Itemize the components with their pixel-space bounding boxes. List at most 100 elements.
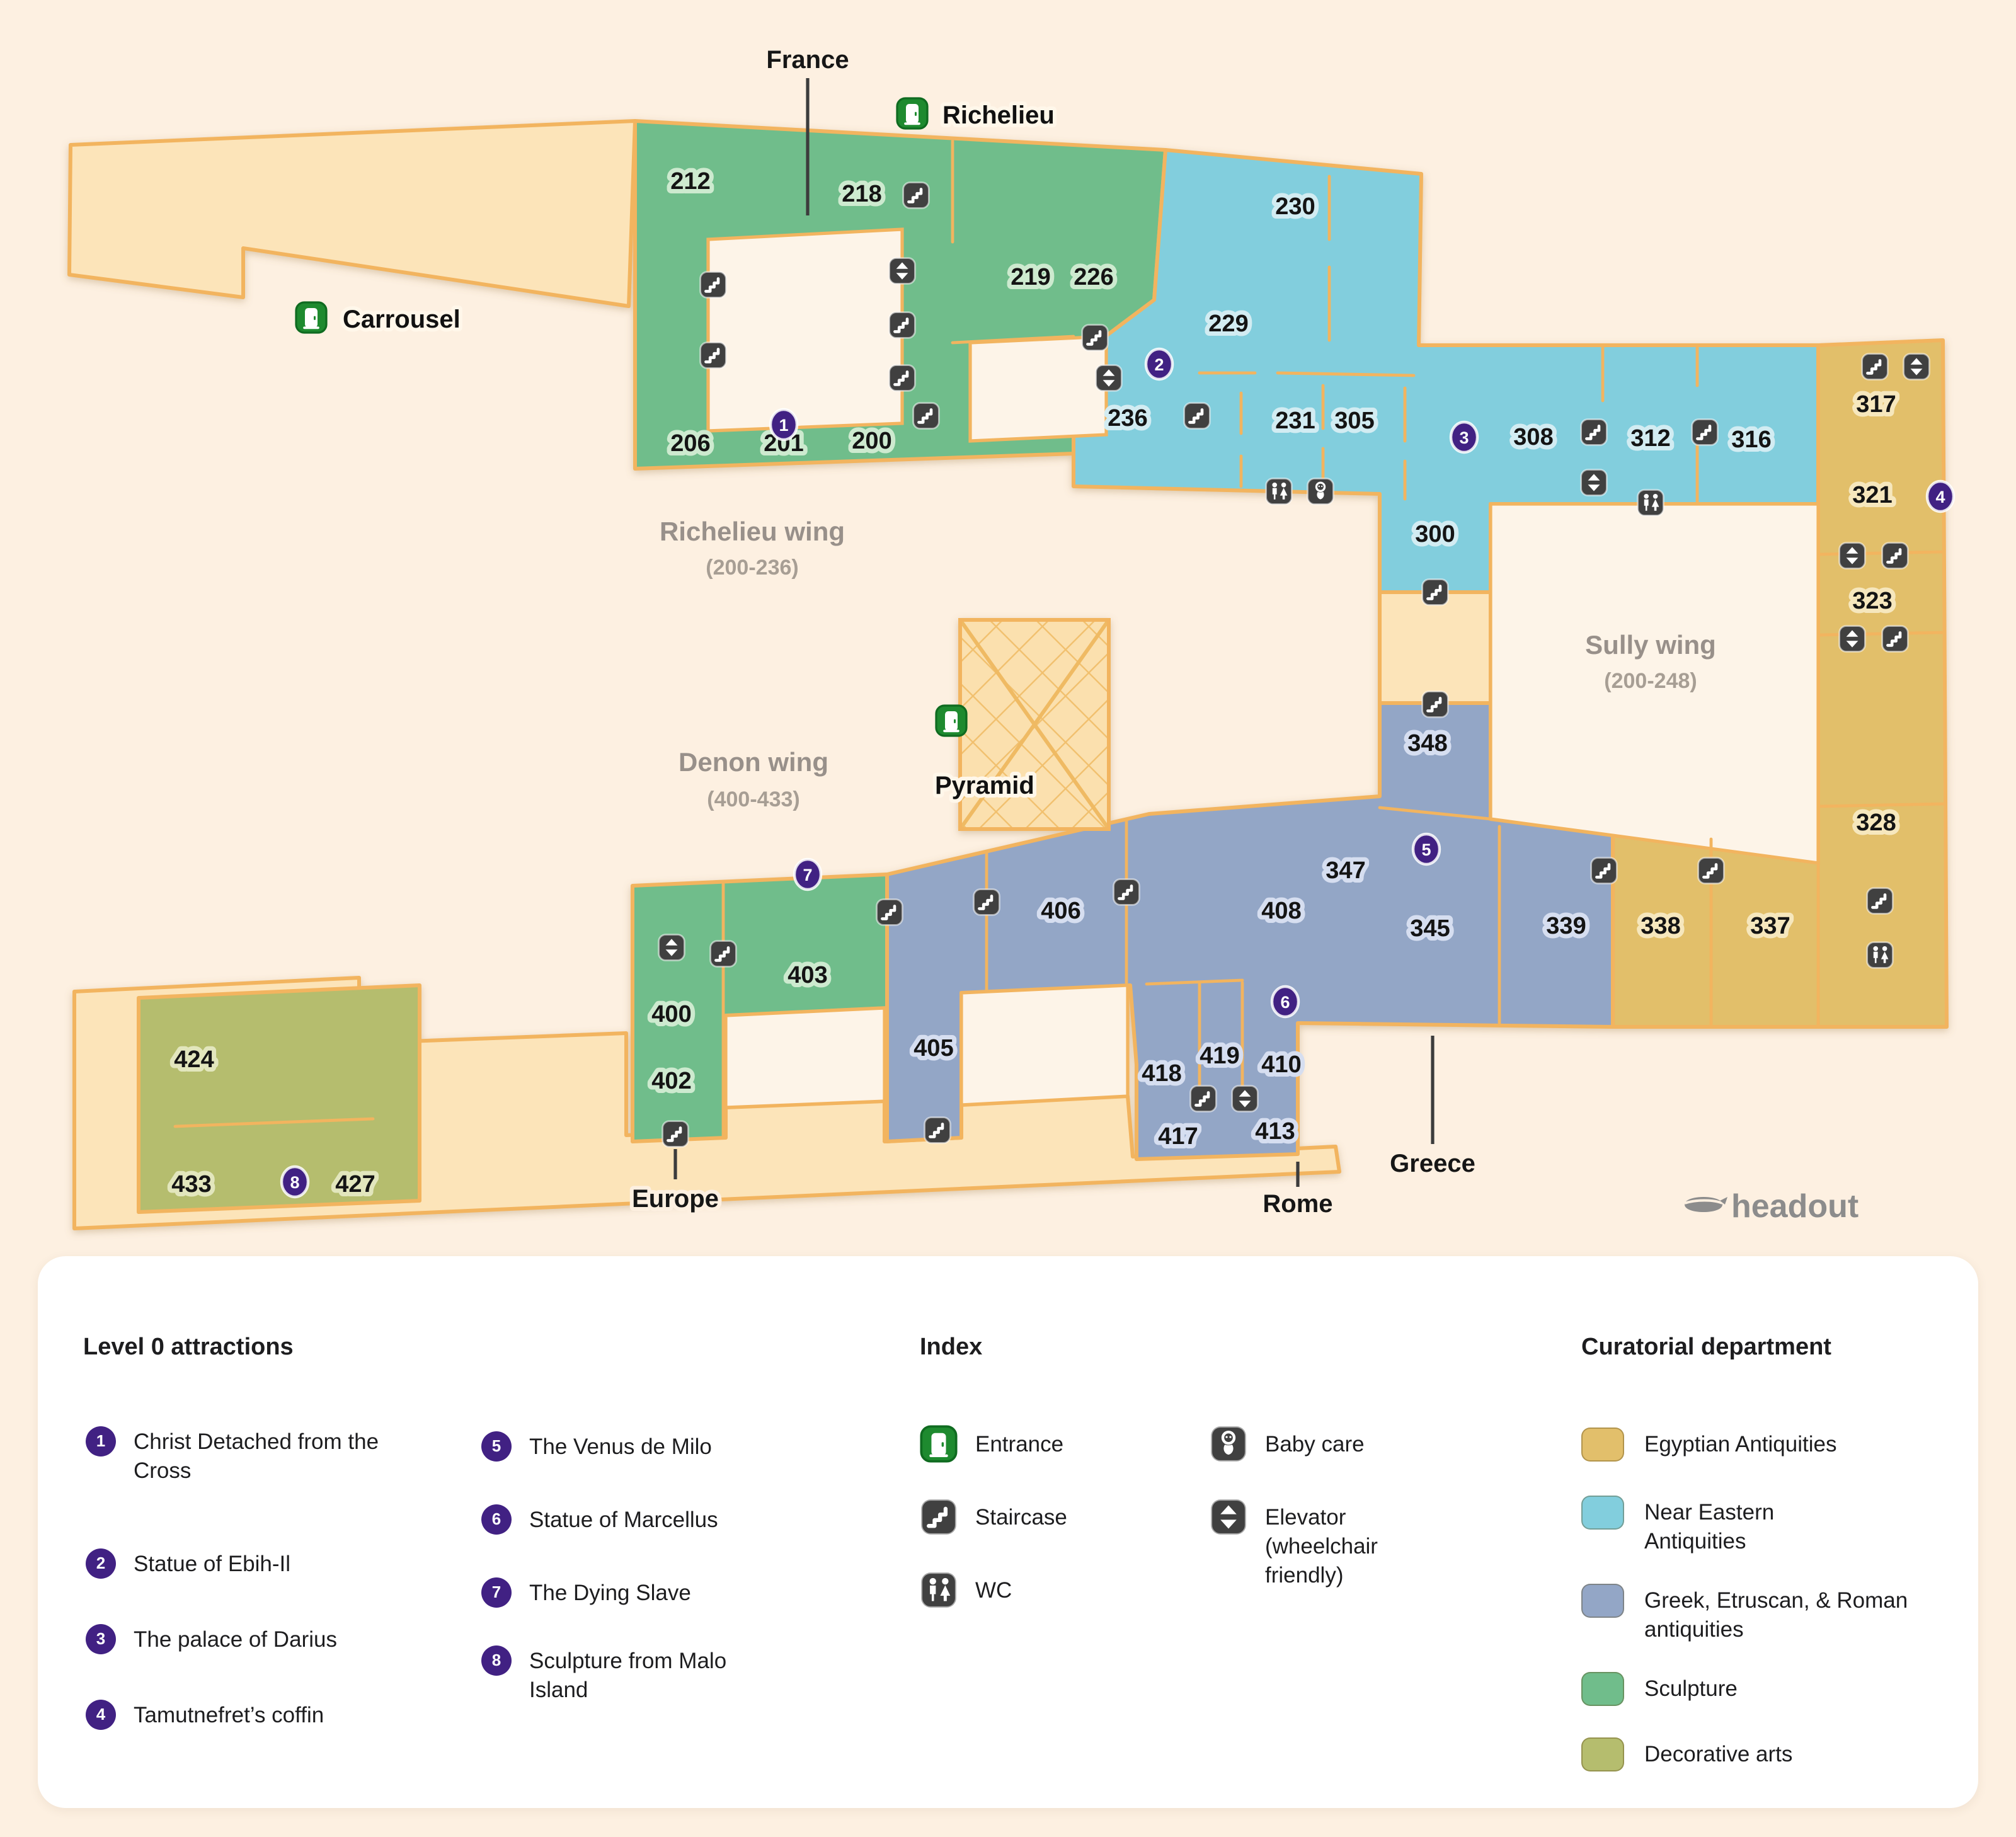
staircase-icon: [663, 1121, 689, 1147]
room-label: 406: [1041, 898, 1080, 924]
staircase-icon: [1698, 858, 1724, 884]
entrance-door-icon: [295, 301, 328, 334]
room-label: 424: [174, 1046, 214, 1073]
legend-attraction-5: 5 The Venus de Milo: [481, 1431, 712, 1462]
attractions-title: Level 0 attractions: [83, 1334, 294, 1361]
room-label: 400: [651, 1001, 691, 1027]
wc-icon: [1637, 489, 1664, 517]
room-label: 305: [1334, 408, 1374, 434]
staircase-icon: [925, 1118, 951, 1143]
building-footprint: [67, 119, 1949, 1230]
legend-index-wc: WC: [920, 1576, 1012, 1609]
room-label: 231: [1275, 408, 1315, 434]
callout-greece: Greece: [1390, 1150, 1475, 1177]
staircase-icon: [1082, 325, 1108, 351]
room-label: 229: [1208, 311, 1248, 337]
room-label: 321: [1852, 482, 1892, 508]
room-label: 339: [1546, 913, 1586, 939]
attraction-label: Sculpture from Malo Island: [529, 1648, 727, 1703]
room-label: 408: [1261, 898, 1301, 924]
staircase-icon: [890, 365, 915, 391]
brand-logo: headout: [1684, 1188, 1858, 1225]
entrance-door-icon: [896, 97, 929, 130]
room-label: 300: [1415, 521, 1455, 547]
legend-dept-greek: Greek, Etruscan, & Roman antiquities: [1581, 1584, 1915, 1644]
staircase-icon: [890, 312, 915, 338]
entrance-door-icon: [920, 1425, 958, 1463]
departments-title: Curatorial department: [1581, 1334, 1831, 1361]
entrance-label: Richelieu: [942, 101, 1055, 129]
marker-number: 6: [1280, 993, 1290, 1012]
legend-attraction-6: 6 Statue of Marcellus: [481, 1504, 718, 1535]
room-label: 323: [1852, 588, 1892, 614]
attraction-label: Tamutnefret’s coffin: [134, 1702, 324, 1727]
entrance-door-icon: [935, 704, 968, 737]
wing-name: Denon wing: [679, 747, 828, 777]
room-label: 317: [1856, 391, 1896, 418]
attraction-marker-8: 8: [280, 1165, 310, 1199]
staircase-icon: [914, 403, 939, 429]
room-label: 200: [852, 428, 891, 454]
pyramid-shape: [958, 618, 1111, 831]
staircase-icon: [1191, 1086, 1217, 1112]
elevator-icon: [658, 934, 685, 961]
dept-label: Near Eastern Antiquities: [1644, 1499, 1775, 1554]
room-label: 316: [1731, 426, 1771, 453]
staircase-icon: [1591, 858, 1617, 884]
room-label: 226: [1074, 264, 1113, 290]
index-label: Entrance: [975, 1431, 1064, 1456]
wing-name: Sully wing: [1585, 630, 1716, 660]
carrousel-strip: [67, 119, 637, 308]
legend-dept-sculpture: Sculpture: [1581, 1672, 1738, 1706]
legend-index-entrance: Entrance: [920, 1430, 1063, 1463]
headout-blimp-icon: [1684, 1197, 1727, 1212]
legend-dept-decorative: Decorative arts: [1581, 1737, 1793, 1771]
legend-attraction-2: 2 Statue of Ebih-Il: [86, 1548, 290, 1579]
dept-swatch: [1581, 1584, 1624, 1618]
legend-index-elevator: Elevator (wheelchair friendly): [1210, 1503, 1429, 1591]
legend-dept-egyptian: Egyptian Antiquities: [1581, 1428, 1837, 1462]
staircase-icon: [1867, 888, 1893, 914]
staircase-icon: [1692, 420, 1718, 445]
room-label: 212: [670, 168, 710, 195]
index-label: Baby care: [1265, 1431, 1365, 1456]
wc-icon: [1866, 941, 1894, 969]
wc-icon: [920, 1571, 958, 1609]
index-title: Index: [920, 1334, 983, 1361]
legend-panel: Level 0 attractions 1 Christ Detached fr…: [38, 1256, 1978, 1808]
callout-rome: Rome: [1263, 1190, 1332, 1218]
attraction-badge-8: 8: [481, 1645, 512, 1676]
entrances: Carrousel Richelieu Pyramid: [295, 97, 1058, 803]
elevator-icon: [888, 257, 916, 285]
marker-number: 4: [1935, 488, 1945, 506]
callout-labels: France Europe Rome Greece: [628, 42, 1479, 1222]
attraction-label: The Venus de Milo: [529, 1434, 712, 1459]
attraction-badge-2: 2: [86, 1548, 116, 1579]
elevator-icon: [1231, 1085, 1259, 1113]
dept-swatch: [1581, 1428, 1624, 1462]
room-label: 236: [1108, 405, 1147, 432]
baby-care-icon: [1210, 1425, 1247, 1463]
staircase-icon: [920, 1498, 958, 1536]
staircase-icon: [1184, 403, 1210, 429]
decorative-arts-block: [137, 983, 421, 1214]
staircase-icon: [1581, 420, 1607, 445]
legend-index-staircase: Staircase: [920, 1503, 1067, 1536]
marker-number: 7: [803, 866, 812, 884]
attraction-marker-5: 5: [1411, 832, 1441, 866]
legend-index-baby-care: Baby care: [1210, 1430, 1365, 1463]
courtyard-denon-east: [959, 983, 1130, 1107]
staircase-icon: [1862, 354, 1888, 380]
attraction-marker-4: 4: [1925, 479, 1956, 513]
room-label: 427: [335, 1171, 375, 1198]
room-label: 410: [1261, 1051, 1301, 1078]
room-label: 308: [1513, 424, 1553, 450]
attraction-badge-1: 1: [86, 1426, 116, 1456]
elevator-icon: [1838, 542, 1866, 569]
elevator-icon: [1580, 469, 1608, 496]
dept-label: Decorative arts: [1644, 1741, 1793, 1766]
attraction-label: The palace of Darius: [134, 1627, 337, 1652]
marker-number: 8: [290, 1173, 299, 1192]
room-label: 347: [1326, 857, 1365, 884]
courtyard-denon-west: [724, 1006, 886, 1109]
